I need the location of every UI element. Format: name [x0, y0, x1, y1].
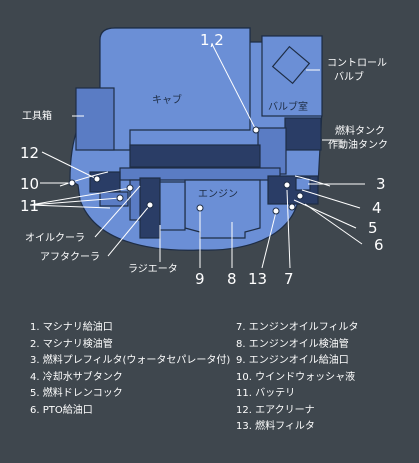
control-valve	[271, 45, 311, 85]
leader-6	[304, 203, 363, 245]
legend-item-13: 13. 燃料フィルタ	[236, 421, 315, 432]
label-valve-room: バルブ室	[268, 100, 308, 113]
callout-5: 5	[368, 219, 378, 237]
legend-item-6: 6. PTO給油口	[30, 404, 93, 416]
callout-12: 12	[20, 144, 39, 162]
leader-1-2	[211, 43, 257, 131]
callout-7: 7	[284, 270, 294, 288]
label-radiator: ラジエータ	[128, 263, 178, 275]
callout-6: 6	[374, 236, 384, 254]
callout-10: 10	[20, 175, 39, 193]
legend-item-12: 12. エアクリーナ	[236, 404, 315, 416]
point-11a	[126, 184, 134, 192]
coolant-subtank	[295, 177, 311, 191]
toolbox	[75, 87, 115, 151]
legend-item-2: 2. マシナリ検油管	[30, 338, 113, 350]
label-cab: キャブ	[152, 93, 182, 106]
point-10	[68, 179, 76, 187]
label-engine: エンジン	[198, 189, 238, 200]
label-control-valve-1: コントロール	[327, 58, 387, 69]
hydraulic-tank	[257, 127, 287, 175]
leader-12	[41, 151, 96, 179]
engine	[184, 179, 261, 239]
point-11b	[116, 194, 124, 202]
legend-item-1: 1. マシナリ給油口	[30, 322, 113, 333]
legend-item-3: 3. 燃料プレフィルタ(ウォータセパレータ付)	[30, 355, 231, 366]
leader-aftercooler	[107, 204, 151, 257]
legend-item-7: 7. エンジンオイルフィルタ	[236, 322, 359, 333]
callout-4: 4	[372, 199, 382, 217]
point-aftercooler	[146, 201, 154, 209]
aftercooler	[159, 181, 186, 231]
washer-arc-right	[294, 175, 331, 187]
leader-4	[301, 189, 361, 209]
callout-1-2: 1,2	[200, 31, 224, 49]
callout-11: 11	[20, 197, 39, 215]
leader-7	[286, 189, 291, 269]
label-control-valve-2: バルブ	[334, 70, 364, 83]
washer-arc-left	[59, 171, 109, 187]
leader-5	[293, 199, 357, 229]
legend-item-10: 10. ウインドウォッシャ液	[236, 371, 356, 383]
point-13	[272, 207, 280, 215]
point-1-2	[252, 126, 260, 134]
label-fuel-tank: 燃料タンク	[335, 124, 385, 137]
leader-oil-cooler	[94, 185, 141, 238]
legend-item-5: 5. 燃料ドレンコック	[30, 388, 123, 399]
fuel-tank	[284, 117, 322, 151]
cab	[99, 27, 251, 151]
leader-13	[261, 211, 277, 269]
point-5	[288, 203, 296, 211]
callout-3: 3	[376, 175, 386, 193]
callout-9: 9	[195, 270, 205, 288]
legend-left-column: 1. マシナリ給油口 2. マシナリ検油管 3. 燃料プレフィルタ(ウォータセパ…	[30, 320, 230, 419]
legend-item-4: 4. 冷却水サブタンク	[30, 371, 123, 383]
label-hydraulic-tank: 作動油タンク	[328, 138, 388, 151]
callout-13: 13	[248, 270, 267, 288]
label-aftercooler: アフタクーラ	[40, 251, 100, 263]
legend-item-9: 9. エンジンオイル給油口	[236, 355, 349, 366]
legend: 1. マシナリ給油口 2. マシナリ検油管 3. 燃料プレフィルタ(ウォータセパ…	[0, 308, 419, 463]
point-7	[283, 181, 291, 189]
legend-item-11: 11. バッテリ	[236, 388, 296, 399]
leader-11	[29, 187, 131, 209]
point-9	[196, 204, 204, 212]
callout-8: 8	[227, 270, 237, 288]
legend-item-8: 8. エンジンオイル検油管	[236, 338, 349, 350]
point-4	[296, 192, 304, 200]
legend-right-column: 7. エンジンオイルフィルタ 8. エンジンオイル検油管 9. エンジンオイル給…	[236, 320, 359, 436]
label-toolbox: 工具箱	[22, 109, 52, 122]
engine-top-cover	[129, 144, 261, 168]
machine-top-view-diagram: キャブ バルブ室 エンジン コントロール バルブ 工具箱 燃料タンク 作動油タン…	[20, 27, 388, 288]
oil-cooler	[129, 179, 141, 221]
point-12	[93, 175, 101, 183]
label-oil-cooler: オイルクーラ	[25, 232, 85, 244]
